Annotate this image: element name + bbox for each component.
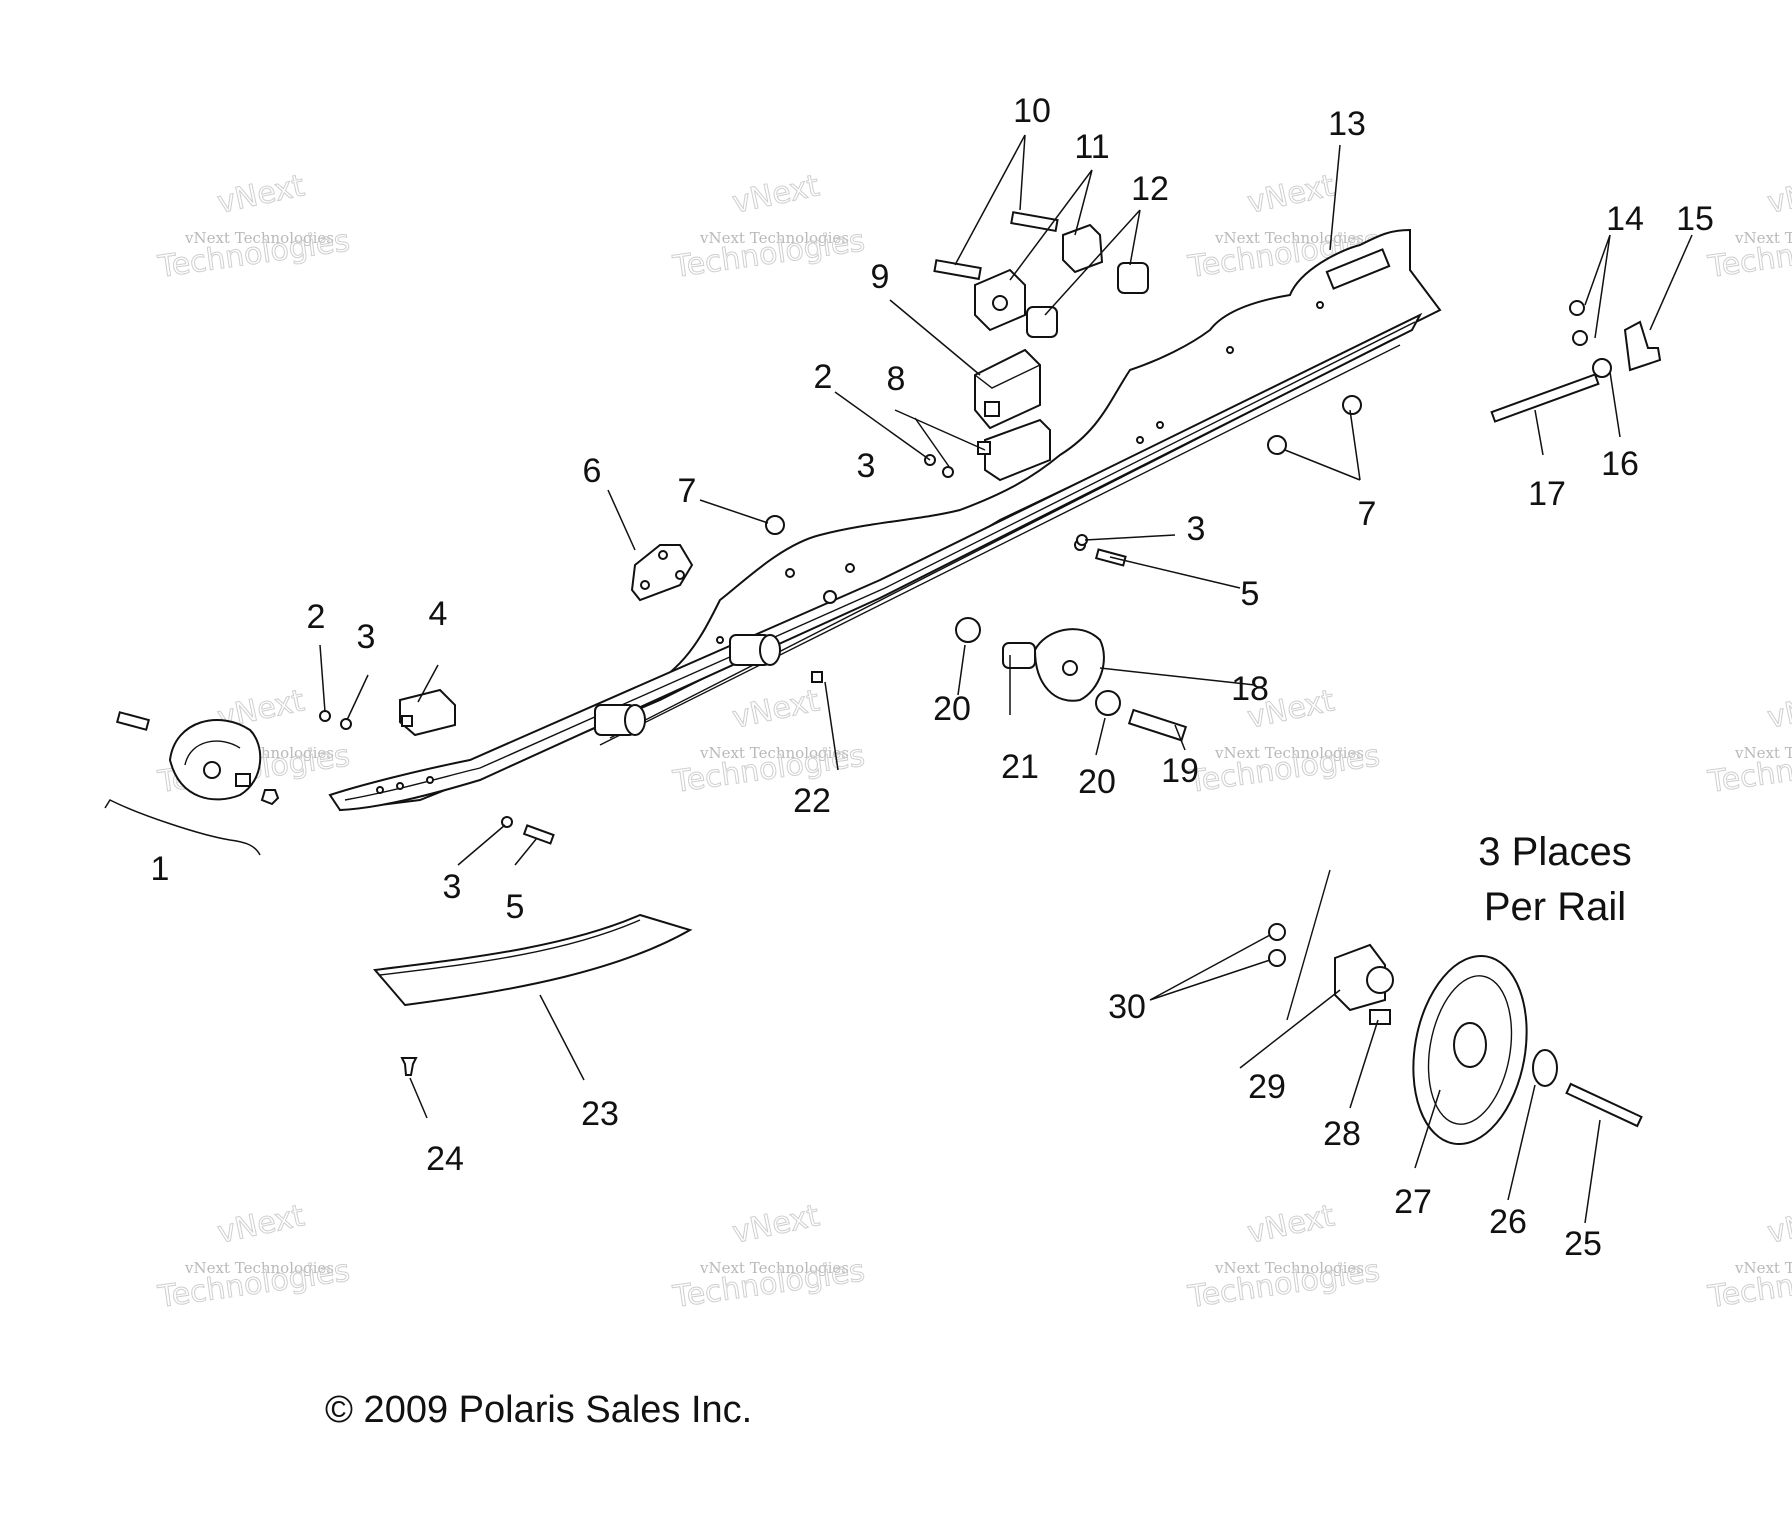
callout-1: 1 [151, 850, 170, 888]
callout-7a: 7 [678, 472, 697, 510]
callout-14: 14 [1606, 200, 1644, 238]
callout-28: 28 [1323, 1115, 1361, 1153]
callout-21: 21 [1001, 748, 1039, 786]
svg-text:vNext Technologies: vNext Technologies [1214, 1259, 1364, 1277]
svg-text:vNext: vNext [729, 683, 822, 736]
callout-27: 27 [1394, 1183, 1432, 1221]
front-wheel-assembly [115, 711, 280, 806]
svg-text:vNext Technologies: vNext Technologies [184, 229, 334, 247]
part-11-blocks [974, 223, 1104, 332]
callout-3b: 3 [857, 447, 876, 485]
callout-29: 29 [1248, 1068, 1286, 1106]
part-18-wheel [1033, 628, 1105, 702]
svg-text:vNext Technologies: vNext Technologies [699, 744, 849, 762]
callout-5b: 5 [506, 888, 525, 926]
callout-11: 11 [1074, 128, 1109, 166]
svg-text:vNext: vNext [1764, 683, 1792, 736]
part-4-block [399, 688, 456, 737]
part-17-bolt [1490, 373, 1600, 423]
part-8-clip [977, 418, 1051, 482]
svg-text:vNext: vNext [729, 168, 822, 221]
callout-26: 26 [1489, 1203, 1527, 1241]
rail-roller-front [594, 704, 646, 736]
callout-3d: 3 [443, 868, 462, 906]
callout-9: 9 [871, 258, 890, 296]
rail-assembly [328, 228, 1442, 812]
callout-10: 10 [1013, 92, 1051, 130]
rail-roller-mid [729, 634, 781, 666]
rail-holes [376, 301, 1324, 794]
callout-3a: 3 [357, 618, 376, 656]
bracket-1 [104, 799, 261, 856]
part-9-block [974, 348, 1041, 430]
svg-text:vNext: vNext [1244, 168, 1337, 221]
svg-text:vNext Technologies: vNext Technologies [1734, 744, 1792, 762]
svg-text:vNext: vNext [1764, 1198, 1792, 1251]
part-23-wear-strip [373, 913, 693, 1007]
callout-12: 12 [1131, 170, 1169, 208]
callout-20b: 20 [1078, 763, 1116, 801]
callout-23: 23 [581, 1095, 619, 1133]
callout-20a: 20 [933, 690, 971, 728]
leader-lines [319, 134, 1693, 1224]
callout-22: 22 [793, 782, 831, 820]
callout-4: 4 [429, 595, 448, 633]
callout-13: 13 [1328, 105, 1366, 143]
svg-text:vNext Technologies: vNext Technologies [1214, 744, 1364, 762]
callout-16: 16 [1601, 445, 1639, 483]
svg-text:vNext Technologies: vNext Technologies [1734, 1259, 1792, 1277]
part-15-bracket [1623, 320, 1662, 372]
svg-text:vNext Technologies: vNext Technologies [184, 1259, 334, 1277]
callout-24: 24 [426, 1140, 464, 1178]
callout-25: 25 [1564, 1225, 1602, 1263]
callout-19: 19 [1161, 752, 1199, 790]
callout-18: 18 [1231, 670, 1269, 708]
svg-text:vNext: vNext [729, 1198, 822, 1251]
callout-2b: 2 [814, 358, 833, 396]
svg-text:vNext: vNext [1244, 1198, 1337, 1251]
svg-text:vNext: vNext [214, 1198, 307, 1251]
callout-6: 6 [583, 452, 602, 490]
svg-text:vNext Technologies: vNext Technologies [699, 1259, 849, 1277]
note-line-1: 3 Places [1478, 830, 1631, 874]
copyright-text: © 2009 Polaris Sales Inc. [325, 1389, 752, 1431]
svg-text:vNext Technologies: vNext Technologies [699, 229, 849, 247]
svg-text:vNext: vNext [1764, 168, 1792, 221]
rail-slide [328, 312, 1423, 812]
svg-text:vNext Technologies: vNext Technologies [1734, 229, 1792, 247]
svg-text:vNext Technologies: vNext Technologies [1214, 229, 1364, 247]
idler-wheel-assembly [1268, 869, 1643, 1146]
callout-30: 30 [1108, 988, 1146, 1026]
note-line-2: Per Rail [1484, 885, 1626, 929]
svg-text:vNext: vNext [214, 168, 307, 221]
callout-17: 17 [1528, 475, 1566, 513]
callout-5a: 5 [1241, 575, 1260, 613]
callout-3c: 3 [1187, 510, 1206, 548]
callout-8: 8 [887, 360, 906, 398]
callout-15: 15 [1676, 200, 1714, 238]
callout-2a: 2 [307, 598, 326, 636]
callout-7b: 7 [1358, 495, 1377, 533]
